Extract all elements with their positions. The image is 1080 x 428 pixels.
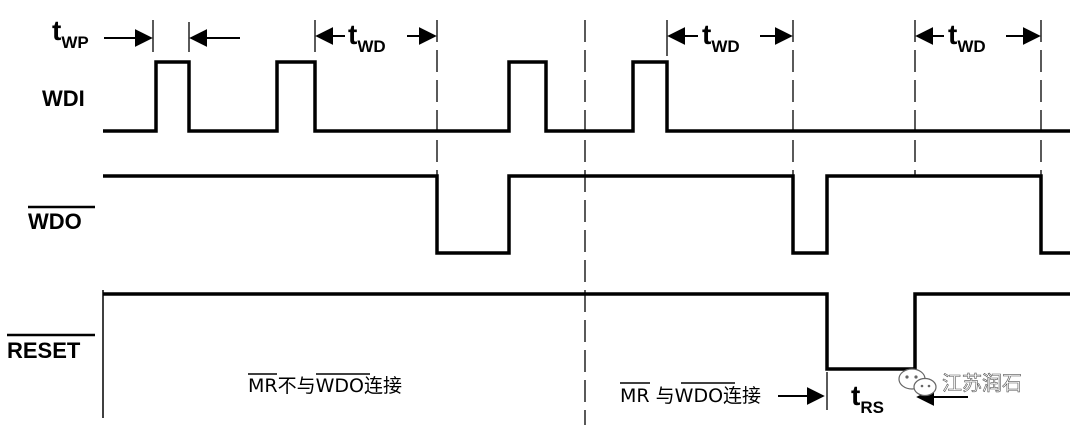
- right-note-wdo: WDO: [675, 385, 723, 407]
- twd-1-label-bg: [345, 16, 407, 58]
- reset-label: RESET: [7, 338, 81, 363]
- left-note-mr: MR: [248, 375, 278, 397]
- right-note-mr: MR: [620, 385, 650, 407]
- twd-3-label: tWD: [948, 19, 986, 56]
- left-note-end: 连接: [364, 375, 402, 397]
- twd-2-label-bg: [698, 16, 760, 58]
- wdi-waveform: [103, 60, 1070, 133]
- left-note-wdo: WDO: [316, 375, 364, 397]
- right-note-mid: 与: [650, 385, 675, 407]
- wechat-icon: [898, 368, 937, 397]
- left-note-mid: 不与: [278, 375, 316, 397]
- twd-1-label: tWD: [348, 19, 386, 56]
- right-note-end: 连接: [723, 385, 761, 407]
- twd-3-label-bg: [944, 16, 1006, 58]
- watermark-text: 江苏润石: [942, 371, 1022, 395]
- right-note: MR 与WDO连接: [620, 385, 761, 407]
- wdi-label: WDI: [42, 86, 85, 111]
- reference-lines: [436, 20, 1042, 425]
- wdo-waveform: [103, 174, 1070, 255]
- twp-label: tWP: [52, 15, 89, 52]
- trs-label: tRS: [851, 380, 884, 417]
- tick-lines: [152, 20, 668, 56]
- left-note: MR不与WDO连接: [248, 375, 402, 397]
- reset-waveform: [103, 292, 1070, 371]
- twd-2-label: tWD: [702, 19, 740, 56]
- wdo-label: WDO: [28, 209, 82, 234]
